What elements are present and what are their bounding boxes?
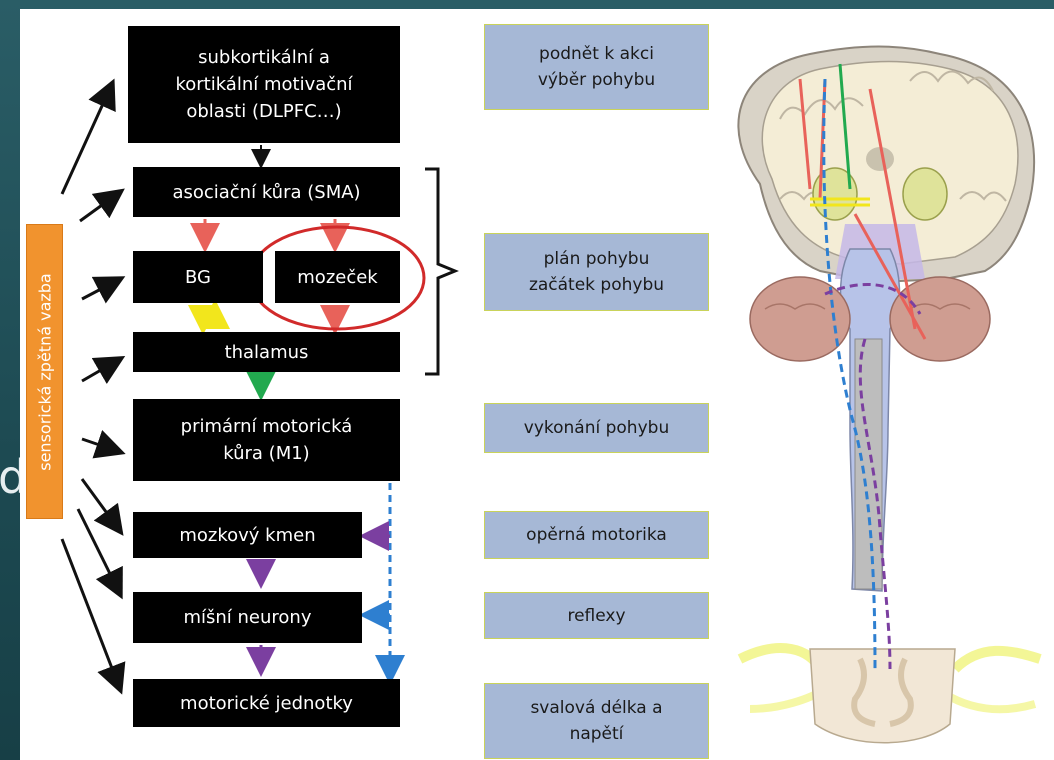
muscle-length-tension-label: svalová délka a napětí	[484, 683, 709, 759]
brainstem-box: mozkový kmen	[133, 512, 362, 558]
spinal-neurons-box: míšní neurony	[133, 592, 362, 643]
action-trigger-label: podnět k akci výběr pohybu	[484, 24, 709, 110]
motor-units-box: motorické jednotky	[133, 679, 400, 727]
basal-ganglia-box: BG	[133, 251, 263, 303]
cerebellum-box: mozeček	[275, 251, 400, 303]
postural-motor-label: opěrná motorika	[484, 511, 709, 559]
association-cortex-box: asociační kůra (SMA)	[133, 167, 400, 217]
sensory-feedback-label: sensorická zpětná vazba	[35, 273, 54, 470]
primary-motor-cortex-box: primární motorická kůra (M1)	[133, 399, 400, 481]
movement-plan-label: plán pohybu začátek pohybu	[484, 233, 709, 311]
motivation-areas-box: subkortikální a kortikální motivační obl…	[128, 26, 400, 143]
sensory-feedback-bar: sensorická zpětná vazba	[26, 224, 63, 519]
diagram-panel: sensorická zpětná vazba subkortikální a …	[20, 9, 1054, 760]
movement-execution-label: vykonání pohybu	[484, 403, 709, 453]
thalamus-box: thalamus	[133, 332, 400, 372]
reflexes-label: reflexy	[484, 592, 709, 639]
